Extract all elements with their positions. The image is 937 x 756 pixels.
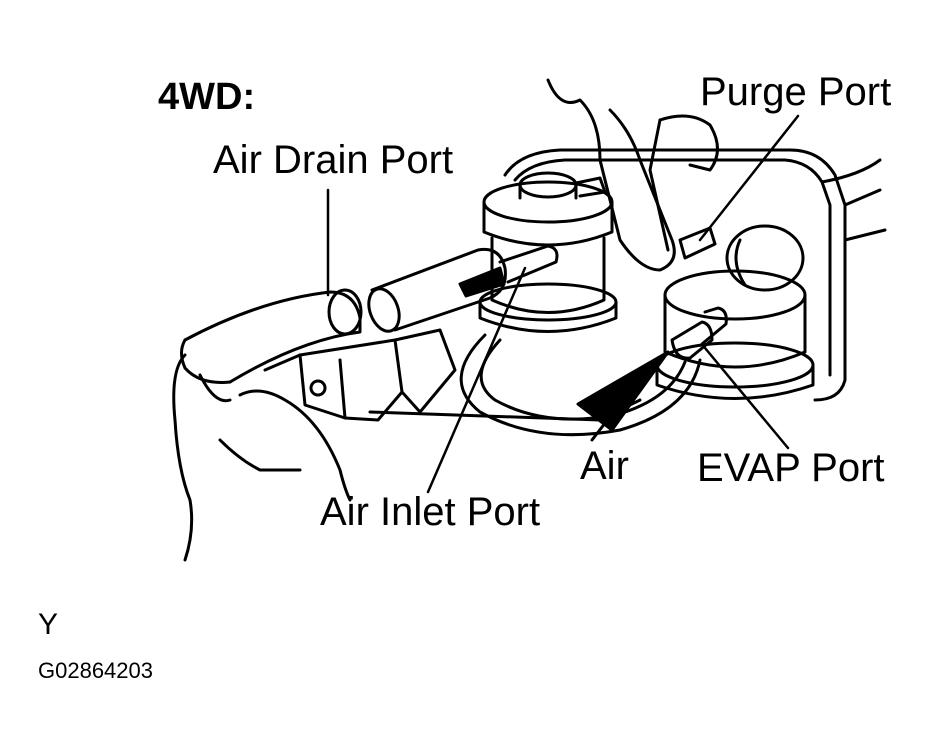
figure-title: 4WD: <box>158 76 256 118</box>
evap-nozzle <box>670 306 728 360</box>
right-hand-fingers <box>546 78 719 272</box>
air-drain-hose <box>367 247 507 333</box>
leader-purge <box>698 114 800 242</box>
leader-lines <box>326 114 800 494</box>
leader-air-inlet <box>426 266 527 494</box>
air-flow-arrow <box>576 350 670 442</box>
upper-valve <box>478 171 618 333</box>
label-evap-port: EVAP Port <box>697 446 885 490</box>
left-hand <box>172 353 352 562</box>
outer-hose <box>180 288 363 384</box>
purge-fitting <box>678 224 805 292</box>
label-air-drain-port: Air Drain Port <box>213 138 454 182</box>
footer-code: Y <box>38 608 59 641</box>
label-purge-port: Purge Port <box>700 70 892 114</box>
label-air-inlet-port: Air Inlet Port <box>320 490 541 534</box>
figure-id: G02864203 <box>38 658 153 683</box>
canister-housing <box>503 148 887 402</box>
loop-hose <box>459 333 702 437</box>
leader-evap <box>703 346 790 450</box>
label-air: Air <box>580 444 629 488</box>
